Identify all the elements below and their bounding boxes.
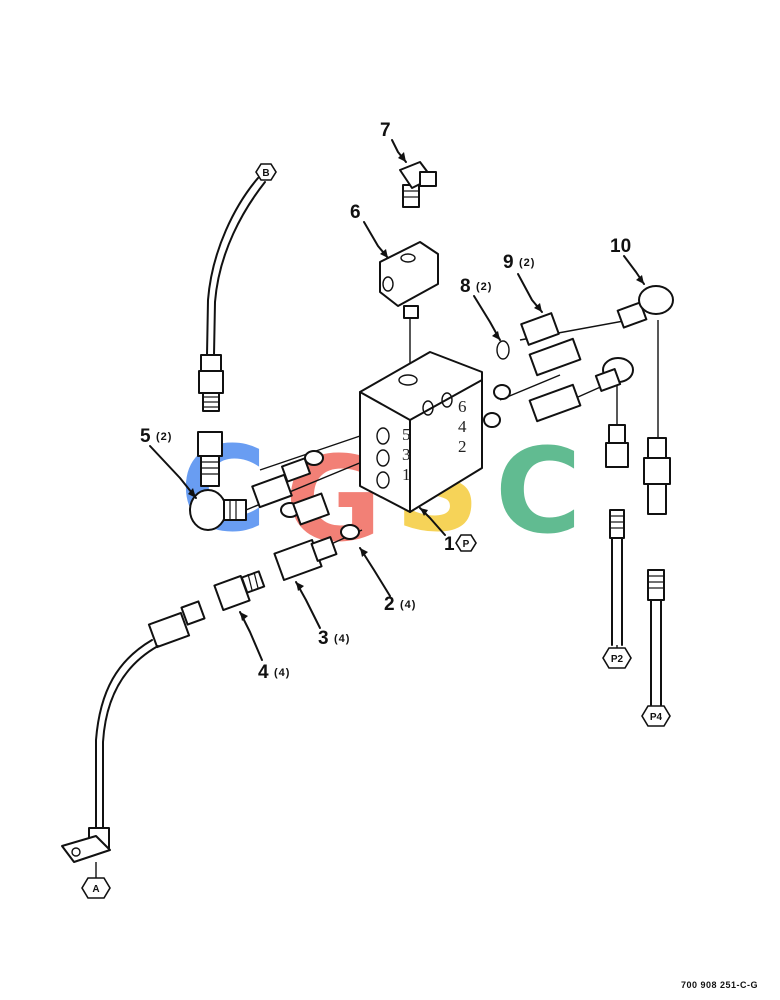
port-label-5: 5 xyxy=(402,425,411,444)
tube-p2-assembly xyxy=(605,424,629,646)
hex-tag-p4: P4 xyxy=(641,705,671,727)
tube-b-assembly xyxy=(198,177,266,412)
callout-4-number: 4 xyxy=(258,662,269,683)
callout-10-number: 10 xyxy=(610,236,631,257)
port-label-1: 1 xyxy=(402,465,411,484)
hex-tag-p2-label: P2 xyxy=(611,654,624,665)
tube-a-assembly xyxy=(61,600,206,878)
fittings-right xyxy=(483,285,674,428)
tee-fitting-item-5 xyxy=(189,431,247,531)
callout-8-number: 8 xyxy=(460,276,471,297)
callout-7-number: 7 xyxy=(380,120,391,141)
figure-id: 700 908 251-C-G xyxy=(680,980,758,990)
callout-9-number: 9 xyxy=(503,252,514,273)
connection-tags: B P A P2 P4 xyxy=(81,163,671,899)
tube-p4-assembly xyxy=(643,437,671,706)
hex-tag-p4-label: P4 xyxy=(650,712,663,723)
leader-lines xyxy=(149,139,645,661)
tee-item-6-and-elbow-item-7 xyxy=(379,161,439,319)
manifold-block-item-1: 6 4 2 5 3 1 xyxy=(359,351,483,513)
port-label-4: 4 xyxy=(458,417,467,436)
port-label-3: 3 xyxy=(402,445,411,464)
hex-tag-p-label: P xyxy=(463,539,470,550)
callout-3-qty: (4) xyxy=(334,633,350,645)
hex-tag-p2: P2 xyxy=(602,645,632,669)
callout-8-qty: (2) xyxy=(476,281,492,293)
hex-tag-b: B xyxy=(255,163,277,181)
fittings-left xyxy=(213,450,360,612)
callout-4-qty: (4) xyxy=(274,667,290,679)
callout-6-number: 6 xyxy=(350,202,361,223)
watermark-letter-4: C xyxy=(495,422,582,560)
hex-tag-a: A xyxy=(81,877,111,899)
hex-tag-a-label: A xyxy=(92,884,99,895)
port-label-2: 2 xyxy=(458,437,467,456)
hex-tag-b-label: B xyxy=(262,168,269,179)
callout-9-qty: (2) xyxy=(519,257,535,269)
callout-5-qty: (2) xyxy=(156,431,172,443)
callout-2-qty: (4) xyxy=(400,599,416,611)
port-label-6: 6 xyxy=(458,397,467,416)
callout-5-number: 5 xyxy=(140,426,151,447)
hex-tag-p: P xyxy=(455,534,477,552)
callout-labels: 1 2 (4) 3 (4) 4 (4) 5 (2) 6 7 8 (2) 9 (2… xyxy=(140,120,631,683)
callout-1-number: 1 xyxy=(444,534,455,555)
callout-3-number: 3 xyxy=(318,628,329,649)
callout-2-number: 2 xyxy=(384,594,395,615)
